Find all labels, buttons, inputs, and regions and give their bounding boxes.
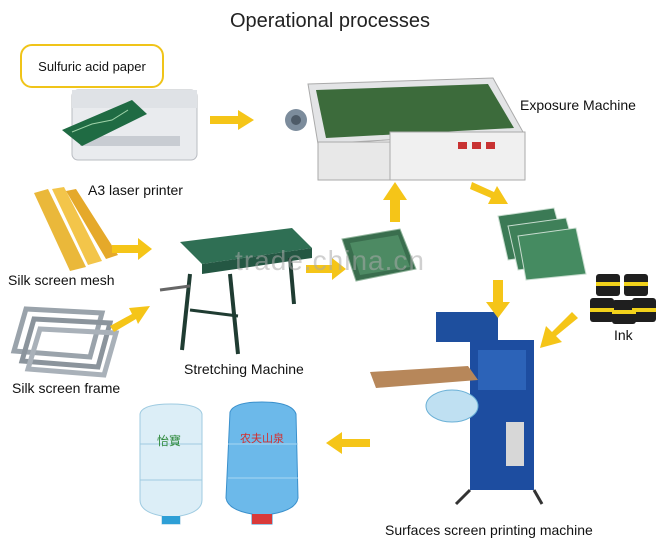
arrow-printer-to-bottles-icon (326, 432, 370, 454)
ink-label: Ink (614, 327, 633, 343)
arrow-ink-to-printer-icon (540, 312, 580, 348)
water-bottle-right-illustration (216, 400, 308, 530)
screen-printing-machine-label: Surfaces screen printing machine (385, 522, 593, 538)
stretching-machine-illustration (160, 218, 320, 358)
water-bottle-left-illustration (132, 400, 210, 528)
left-bottle-brand: 怡寶 (157, 432, 181, 449)
laser-printer-illustration (62, 80, 202, 170)
screen-printing-machine-illustration (366, 310, 542, 506)
silk-screen-frame-illustration (10, 305, 120, 377)
arrow-exposure-to-screens-icon (470, 178, 514, 208)
arrow-frame-to-stretcher-icon (110, 304, 150, 334)
arrow-printer-to-exposure-icon (210, 110, 256, 130)
stretching-machine-label: Stretching Machine (184, 361, 304, 377)
watermark: trade.china.cn (0, 245, 660, 277)
right-bottle-brand: 农夫山泉 (240, 430, 284, 446)
arrow-stretch-up-icon (380, 182, 408, 222)
exposure-machine-label: Exposure Machine (520, 97, 636, 113)
exposure-machine-illustration (278, 72, 528, 187)
ink-cans-illustration (590, 270, 656, 328)
silk-screen-frame-label: Silk screen frame (12, 380, 120, 396)
page-title: Operational processes (0, 10, 660, 33)
arrow-screens-to-printer-icon (486, 280, 512, 318)
